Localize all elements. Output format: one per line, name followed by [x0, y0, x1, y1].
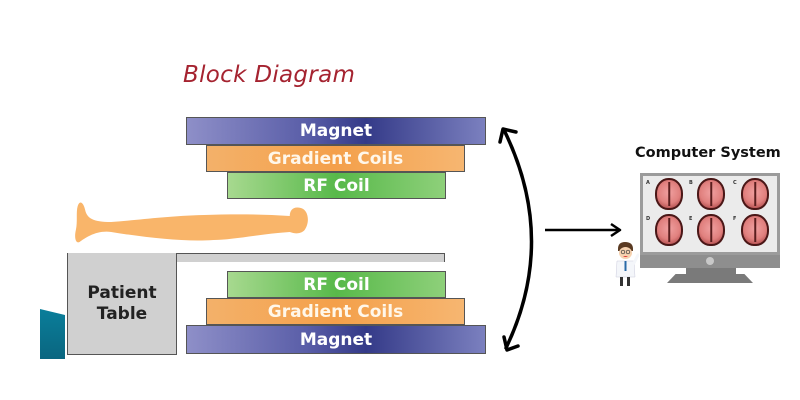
brain-scan-icon — [697, 178, 725, 210]
monitor-power-button — [706, 257, 714, 265]
lower-magnet-label: Magnet — [299, 329, 373, 350]
arrow-right-icon — [545, 222, 622, 238]
scan-label-d: D — [646, 216, 651, 222]
diagram-title: Block Diagram — [183, 62, 356, 88]
upper-magnet: Magnet — [186, 117, 486, 145]
scan-label-a: A — [646, 180, 650, 186]
doctor-icon — [615, 242, 639, 286]
teal-decoration — [40, 309, 65, 359]
upper-rf-coil: RF Coil — [227, 172, 446, 199]
upper-magnet-label: Magnet — [299, 121, 373, 141]
brain-scan-icon — [697, 214, 725, 246]
scan-label-f: F — [733, 216, 737, 222]
brain-scan-icon — [655, 214, 683, 246]
upper-rf-label: RF Coil — [303, 175, 370, 196]
curved-double-arrow-icon — [498, 127, 534, 352]
monitor-neck — [686, 268, 736, 274]
table-inner-edge — [177, 262, 445, 263]
patient-table-label-1: Patient — [87, 282, 157, 303]
scan-label-b: B — [689, 180, 693, 186]
scan-label-c: C — [733, 180, 737, 186]
patient-table-label-2: Table — [96, 303, 148, 324]
upper-gradient-label: Gradient Coils — [267, 148, 404, 169]
lower-rf-coil: RF Coil — [227, 271, 446, 298]
computer-system-label: Computer System — [635, 145, 781, 161]
brain-scan-icon — [655, 178, 683, 210]
monitor-stand — [667, 274, 753, 283]
scan-label-e: E — [689, 216, 693, 222]
brain-scan-icon — [741, 214, 769, 246]
upper-gradient-coils: Gradient Coils — [206, 145, 465, 172]
lower-rf-label: RF Coil — [303, 274, 370, 295]
patient-silhouette-icon — [75, 202, 308, 243]
brain-scan-icon — [741, 178, 769, 210]
lower-magnet: Magnet — [186, 325, 486, 354]
lower-gradient-label: Gradient Coils — [267, 301, 404, 322]
lower-gradient-coils: Gradient Coils — [206, 298, 465, 325]
